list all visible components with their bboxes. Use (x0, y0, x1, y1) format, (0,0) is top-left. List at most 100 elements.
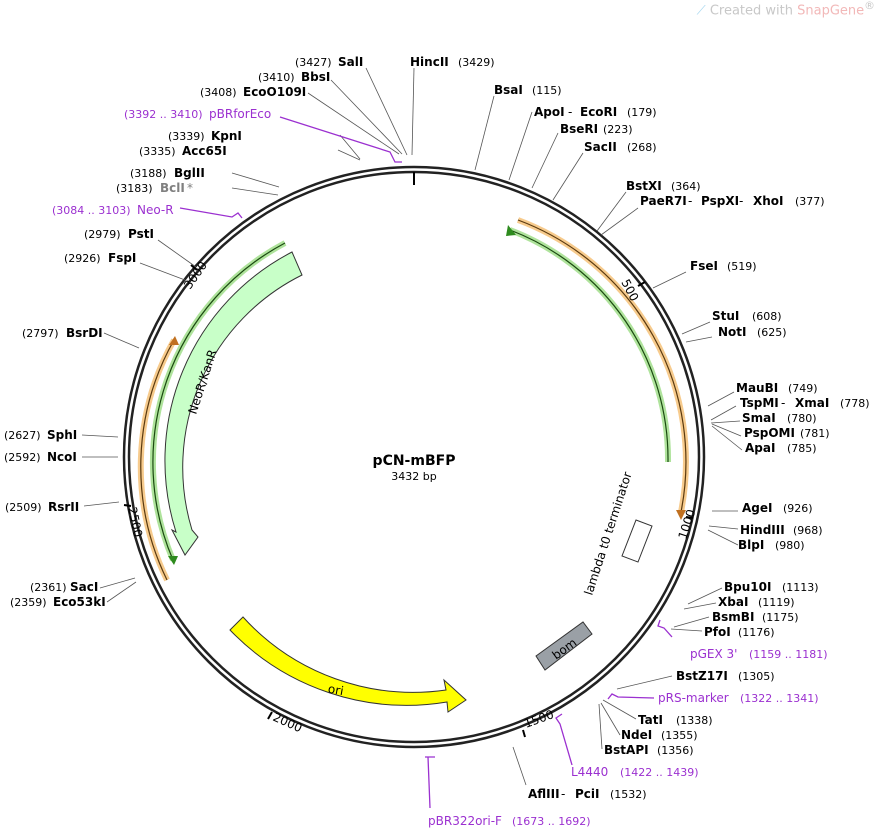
eco0109i-label[interactable]: EcoO109I (243, 85, 306, 99)
sacii-label[interactable]: SacII (584, 140, 617, 154)
sacii-pos: (268) (627, 141, 657, 154)
blpi-label[interactable]: BlpI (738, 538, 764, 552)
sali-label[interactable]: SalI (338, 55, 363, 69)
xbai-label[interactable]: XbaI (718, 595, 748, 609)
rsrii-pos: (2509) (5, 501, 42, 514)
plasmid-name: pCN-mBFP (373, 453, 456, 469)
backbone-outer (122, 165, 706, 749)
bstz17i-label[interactable]: BstZ17I (676, 669, 728, 683)
bsai-label[interactable]: BsaI (494, 83, 523, 97)
orf-right-outer-line (517, 219, 687, 513)
bstapi-pos: (1356) (657, 744, 694, 757)
xhoi-label[interactable]: XhoI (753, 194, 784, 208)
maubi-pos: (749) (788, 382, 818, 395)
saci-label[interactable]: SacI (70, 580, 98, 594)
bstapi-label[interactable]: BstAPI (604, 743, 649, 757)
tati-label[interactable]: TatI (638, 713, 663, 727)
bstxi-pos: (364) (671, 180, 701, 193)
fsei-label[interactable]: FseI (690, 259, 718, 273)
ori-feature[interactable] (229, 616, 467, 713)
blpi-pos: (980) (775, 539, 805, 552)
lambda-terminator-label: lambda t0 terminator (582, 470, 635, 597)
ecori-label[interactable]: EcoRI (580, 105, 617, 119)
pbrforeco-range: (3392 .. 3410) (124, 108, 203, 121)
stui-label[interactable]: StuI (712, 309, 739, 323)
bbsi-pos: (3410) (258, 71, 295, 84)
hindiii-label[interactable]: HindIII (740, 523, 785, 537)
apai-label[interactable]: ApaI (745, 441, 775, 455)
orf-left-inner-arrow (168, 556, 178, 565)
pbr322ori-range: (1673 .. 1692) (512, 815, 591, 828)
bstxi-label[interactable]: BstXI (626, 179, 662, 193)
hincii-label[interactable]: HincII (410, 55, 449, 69)
eco0109i-pos: (3408) (200, 86, 237, 99)
smai-label[interactable]: SmaI (742, 411, 776, 425)
pcii-label[interactable]: PciI (575, 787, 600, 801)
apoi-pos: (179) (627, 106, 657, 119)
acc65i-label[interactable]: Acc65I (182, 144, 227, 158)
tati-pos: (1338) (676, 714, 713, 727)
kpni-pos: (3339) (168, 130, 205, 143)
noti-label[interactable]: NotI (718, 325, 747, 339)
neor-range: (3084 .. 3103) (52, 204, 131, 217)
ncoi-pos: (2592) (4, 451, 41, 464)
tspmi-label[interactable]: TspMI (740, 396, 779, 410)
paer7i-label[interactable]: PaeR7I (640, 194, 687, 208)
apoi-label[interactable]: ApoI (534, 105, 565, 119)
pspomi-pos: (781) (800, 427, 830, 440)
tspmi-pos: (778) (840, 397, 870, 410)
pspxi-label[interactable]: PspXI (701, 194, 739, 208)
afliii-pos: (1532) (610, 788, 647, 801)
bsrdi-label[interactable]: BsrDI (66, 326, 103, 340)
bcli-star: * (187, 181, 193, 195)
bom-feature[interactable] (535, 621, 593, 671)
fspi-label[interactable]: FspI (108, 251, 136, 265)
l4440-range: (1422 .. 1439) (620, 766, 699, 779)
l4440-label[interactable]: L4440 (571, 765, 608, 779)
pbr322ori-label[interactable]: pBR322ori-F (428, 814, 502, 828)
paer7i-sep2: - (739, 194, 743, 208)
bseri-label[interactable]: BseRI (560, 122, 598, 136)
noti-pos: (625) (757, 326, 787, 339)
bpu10i-label[interactable]: Bpu10I (724, 580, 771, 594)
fspi-pos: (2926) (64, 252, 101, 265)
bglii-label[interactable]: BglII (174, 166, 205, 180)
eco53ki-label[interactable]: Eco53kI (53, 595, 106, 609)
pfoi-pos: (1176) (738, 626, 775, 639)
agei-pos: (926) (783, 502, 813, 515)
pfoi-label[interactable]: PfoI (704, 625, 731, 639)
rsrii-label[interactable]: RsrII (48, 500, 79, 514)
prsmarker-label[interactable]: pRS-marker (658, 691, 729, 705)
ndei-label[interactable]: NdeI (621, 728, 652, 742)
tick-1500: 1500 (522, 707, 555, 731)
bsai-pos: (115) (532, 84, 562, 97)
lambda-terminator-feature[interactable] (621, 519, 653, 563)
pbrforeco-label[interactable]: pBRforEco (209, 107, 271, 121)
ncoi-label[interactable]: NcoI (47, 450, 77, 464)
maubi-label[interactable]: MauBI (736, 381, 778, 395)
afliii-label[interactable]: AflIII (528, 787, 560, 801)
bsmbi-label[interactable]: BsmBI (712, 610, 754, 624)
neor-kanr-feature[interactable] (164, 251, 303, 556)
kpni-label[interactable]: KpnI (211, 129, 242, 143)
pgex3-label[interactable]: pGEX 3' (690, 647, 737, 661)
fsei-pos: (519) (727, 260, 757, 273)
orf-right-inner-arrow (506, 225, 516, 236)
bcli-label[interactable]: BclI (160, 181, 185, 195)
bbsi-label[interactable]: BbsI (301, 70, 330, 84)
apoi-sep: - (568, 105, 572, 119)
agei-label[interactable]: AgeI (742, 501, 772, 515)
psti-label[interactable]: PstI (128, 227, 154, 241)
paer7i-pos: (377) (795, 195, 825, 208)
primer-markers (179, 116, 673, 809)
orf-left-outer-arrow (169, 336, 179, 345)
sphi-label[interactable]: SphI (47, 428, 77, 442)
orf-left-outer-line (140, 339, 175, 581)
prsmarker-range: (1322 .. 1341) (740, 692, 819, 705)
orf-right-outer (516, 217, 689, 513)
xmai-label[interactable]: XmaI (795, 396, 829, 410)
pspomi-label[interactable]: PspOMI (744, 426, 795, 440)
plasmid-size: 3432 bp (391, 470, 436, 483)
neor-label[interactable]: Neo-R (137, 203, 174, 217)
snapgene-watermark: ⟋ Created with SnapGene® (696, 0, 875, 19)
